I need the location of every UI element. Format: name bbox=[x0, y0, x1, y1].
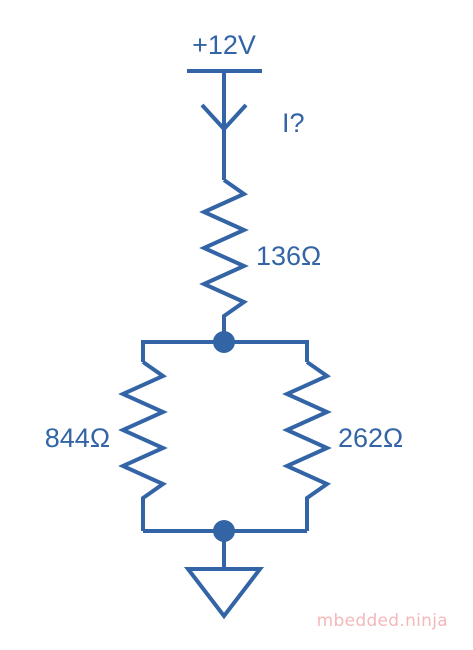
series-resistor bbox=[199, 178, 249, 342]
parallel-left-resistor-label: 844Ω bbox=[45, 423, 110, 453]
series-resistor-label: 136Ω bbox=[256, 241, 321, 271]
supply-voltage-label: +12V bbox=[192, 30, 256, 60]
watermark-text: mbedded.ninja bbox=[317, 611, 448, 631]
current-label: I? bbox=[282, 108, 305, 138]
parallel-right-resistor-label: 262Ω bbox=[338, 423, 403, 453]
top-junction-node bbox=[213, 331, 235, 353]
ground-icon bbox=[183, 567, 265, 620]
current-arrow-icon bbox=[200, 103, 248, 132]
parallel-right-resistor bbox=[282, 360, 332, 531]
parallel-left-resistor bbox=[118, 360, 168, 531]
